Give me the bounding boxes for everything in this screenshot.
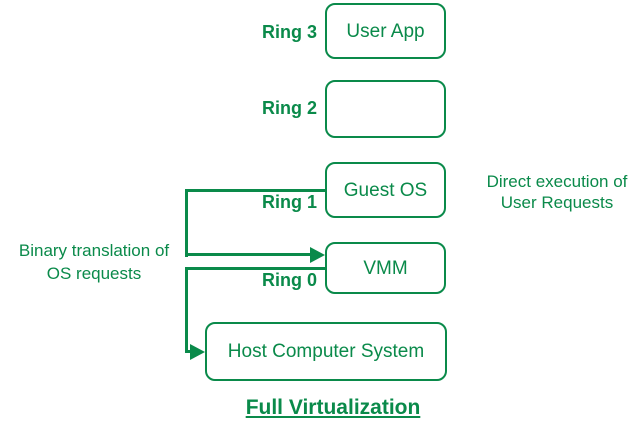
host-computer-system-box-label: Host Computer System	[227, 341, 425, 362]
vmm-to-host-vertical-line	[185, 267, 188, 353]
ring-2-label: Ring 2	[261, 98, 317, 118]
vmm-box-label: VMM	[363, 257, 408, 279]
diagram-title: Full Virtualization	[245, 396, 421, 419]
arrowhead-into-host-icon	[190, 343, 205, 360]
ring-1-label: Ring 1	[261, 192, 317, 212]
host-arrow-line	[185, 350, 193, 353]
vmm-arrow-line	[185, 253, 312, 256]
user-app-box-label: User App	[346, 20, 425, 42]
vmm-horizontal-line	[185, 267, 325, 270]
ring-0-label: Ring 0	[261, 270, 317, 290]
guest-os-box: Guest OS	[325, 162, 446, 218]
direct-execution-annotation: Direct execution of User Requests	[486, 172, 628, 212]
arrowhead-into-vmm-icon	[310, 246, 325, 263]
ring-3-label: Ring 3	[261, 22, 317, 42]
ring-2-empty-box	[325, 80, 446, 138]
host-computer-system-box: Host Computer System	[205, 322, 447, 381]
guest-os-box-label: Guest OS	[343, 179, 428, 201]
guest-os-horizontal-line	[185, 189, 325, 192]
user-app-box: User App	[325, 3, 446, 59]
vmm-box: VMM	[325, 242, 446, 294]
binary-translation-annotation: Binary translation of OS requests	[18, 241, 170, 283]
guest-os-to-vmm-vertical-line	[185, 189, 188, 257]
